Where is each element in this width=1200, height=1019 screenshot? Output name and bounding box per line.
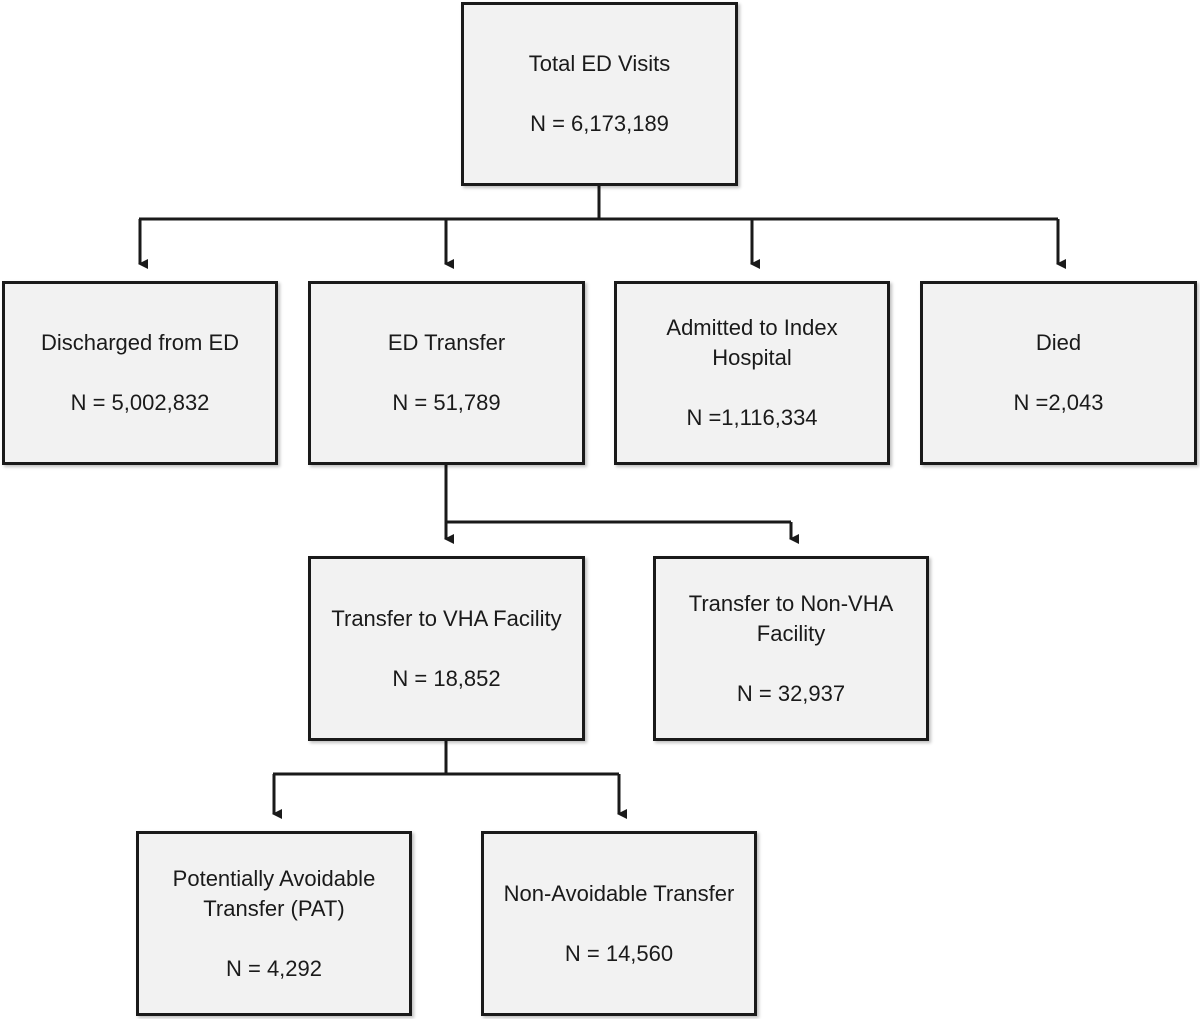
node-label: ED Transfer bbox=[387, 330, 506, 355]
node-potentially-avoidable-transfer: Potentially Avoidable Transfer (PAT) N =… bbox=[136, 831, 412, 1016]
node-transfer-to-non-vha-facility: Transfer to Non-VHA Facility N = 32,937 bbox=[653, 556, 929, 741]
node-label: Transfer to Non-VHA Facility bbox=[688, 590, 894, 646]
node-label: Died bbox=[1035, 330, 1082, 355]
node-count: N = 18,852 bbox=[392, 665, 501, 691]
node-died: Died N =2,043 bbox=[920, 281, 1197, 465]
node-transfer-to-vha-facility: Transfer to VHA Facility N = 18,852 bbox=[308, 556, 585, 741]
node-label: Total ED Visits bbox=[528, 51, 671, 76]
node-count: N = 51,789 bbox=[392, 390, 501, 415]
node-label: Transfer to VHA Facility bbox=[331, 605, 562, 631]
node-count: N = 32,937 bbox=[736, 680, 846, 706]
node-label: Discharged from ED bbox=[40, 330, 240, 355]
node-count: N = 5,002,832 bbox=[70, 390, 210, 415]
node-ed-transfer: ED Transfer N = 51,789 bbox=[308, 281, 585, 465]
connector-vha-to-classification bbox=[273, 741, 619, 776]
node-count: N = 14,560 bbox=[564, 940, 674, 966]
node-label: Admitted to Index Hospital bbox=[666, 315, 838, 370]
connector-total-to-outcomes bbox=[139, 186, 1058, 221]
node-count: N =2,043 bbox=[1013, 390, 1104, 415]
node-discharged-from-ed: Discharged from ED N = 5,002,832 bbox=[2, 281, 278, 465]
node-total-ed-visits: Total ED Visits N = 6,173,189 bbox=[461, 2, 738, 186]
node-admitted-to-index-hospital: Admitted to Index Hospital N =1,116,334 bbox=[614, 281, 890, 465]
node-non-avoidable-transfer: Non-Avoidable Transfer N = 14,560 bbox=[481, 831, 757, 1016]
node-count: N =1,116,334 bbox=[686, 405, 818, 430]
node-label: Potentially Avoidable Transfer (PAT) bbox=[172, 865, 376, 921]
node-count: N = 6,173,189 bbox=[530, 111, 669, 136]
node-count: N = 4,292 bbox=[225, 955, 322, 981]
node-label: Non-Avoidable Transfer bbox=[503, 880, 735, 906]
connector-transfer-to-destinations bbox=[444, 465, 791, 524]
